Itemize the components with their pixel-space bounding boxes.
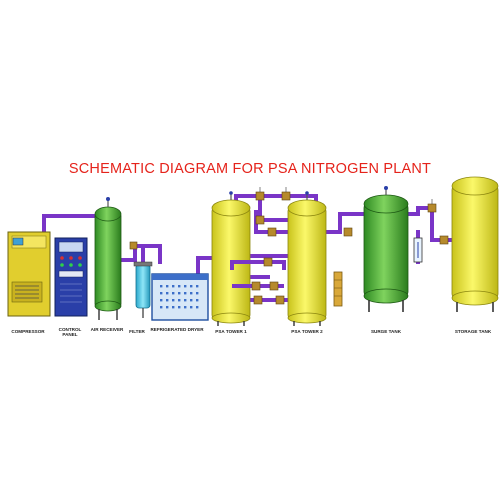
pipe-psa-lower-loop xyxy=(246,268,270,279)
valve-icon xyxy=(263,257,273,267)
label-refrigerated-dryer: REFRIGERATED DRYER xyxy=(150,327,204,332)
valve-icon xyxy=(427,199,437,213)
valve-icon xyxy=(275,295,285,305)
label-control-panel: CONTROL PANEL xyxy=(58,327,82,338)
refrigerated-dryer xyxy=(151,273,209,321)
compressor xyxy=(7,231,51,317)
label-air-receiver: AIR RECEIVER xyxy=(90,327,124,332)
pipe-compressor-to-receiver xyxy=(42,214,97,234)
valve-icon xyxy=(255,215,265,225)
pressure-gauge-icon xyxy=(229,191,233,195)
pipe-surge-to-storage xyxy=(406,206,454,242)
label-psa-tower-1: PSA TOWER 1 xyxy=(215,329,247,334)
label-psa-tower-2: PSA TOWER 2 xyxy=(291,329,323,334)
valve-icon xyxy=(129,241,138,250)
surge-tank xyxy=(363,186,409,312)
control-panel xyxy=(54,237,88,317)
air-receiver xyxy=(94,197,122,320)
psa-tower-1 xyxy=(211,191,251,326)
valve-icon xyxy=(269,281,279,291)
pipe-psa-top-header xyxy=(234,194,318,206)
pipe-receiver-to-filter xyxy=(119,244,162,264)
pipe-psa-to-surge xyxy=(320,212,366,234)
pressure-gauge-icon xyxy=(384,186,388,190)
label-surge-tank: SURGE TANK xyxy=(370,329,402,334)
filter xyxy=(133,261,153,318)
label-storage-tank: STORAGE TANK xyxy=(454,329,492,334)
valve-icon xyxy=(343,227,353,237)
valve-icon xyxy=(281,187,291,201)
label-filter: FILTER xyxy=(129,329,145,334)
valve-icon xyxy=(253,295,263,305)
analyzer-unit xyxy=(333,271,343,307)
valve-icon xyxy=(255,187,265,201)
psa-tower-2 xyxy=(287,191,327,326)
flowmeter-icon xyxy=(413,237,423,263)
storage-tank xyxy=(451,176,499,312)
diagram-title: SCHEMATIC DIAGRAM FOR PSA NITROGEN PLANT xyxy=(68,161,432,177)
valve-icon xyxy=(251,281,261,291)
valve-icon xyxy=(439,235,449,245)
valves xyxy=(129,187,449,305)
valve-icon xyxy=(267,227,277,237)
label-compressor: COMPRESSOR xyxy=(11,329,45,334)
pressure-gauge-icon xyxy=(106,197,110,201)
pressure-gauge-icon xyxy=(305,191,309,195)
